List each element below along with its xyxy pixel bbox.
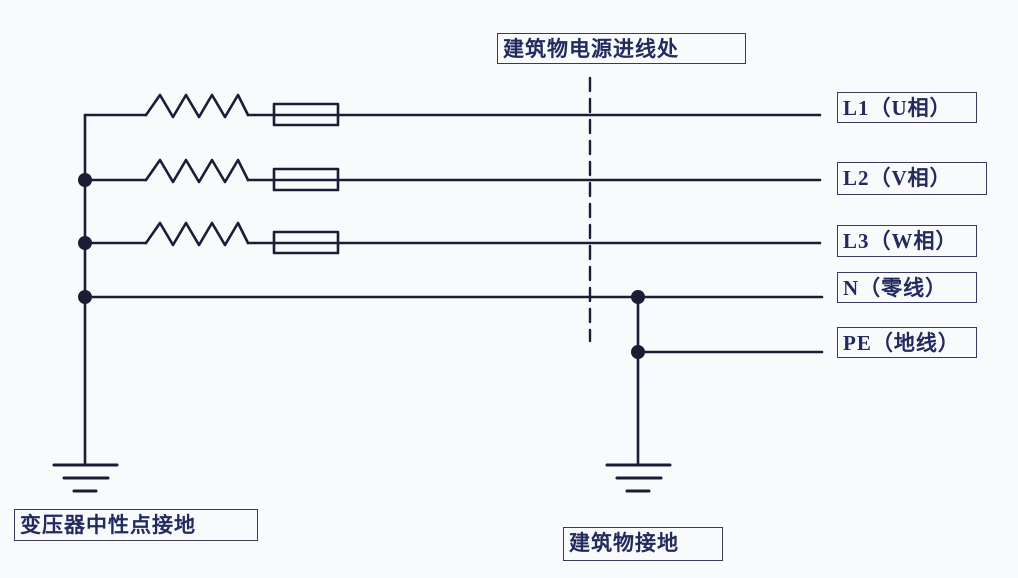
entry-point-label: 建筑物电源进线处 xyxy=(503,37,679,61)
phase-line-l2 xyxy=(83,158,822,192)
fuse-l1-icon xyxy=(272,102,340,127)
earth-ground-transformer-icon xyxy=(52,463,119,493)
fuse-l3-icon xyxy=(272,230,340,255)
phase-label-l1-text: L1（U相） xyxy=(843,96,952,120)
junction-dot xyxy=(78,236,92,250)
neutral-label-n: N（零线） xyxy=(837,272,977,303)
transformer-winding-l2-icon xyxy=(144,158,250,184)
junction-dots xyxy=(78,173,645,359)
phase-label-l2: L2（V相） xyxy=(837,162,987,195)
earth-label-pe-text: PE（地线） xyxy=(843,331,960,355)
building-ground-label: 建筑物接地 xyxy=(569,531,679,555)
junction-dot xyxy=(78,173,92,187)
phase-label-l2-text: L2（V相） xyxy=(843,166,952,190)
earth-ground-building-icon xyxy=(605,463,672,493)
neutral-label-n-text: N（零线） xyxy=(843,276,948,300)
phase-label-l1: L1（U相） xyxy=(837,92,977,123)
fuse-l2-icon xyxy=(272,167,340,192)
junction-dot xyxy=(631,345,645,359)
phase-label-l3: L3（W相） xyxy=(837,225,977,257)
phase-label-l3-text: L3（W相） xyxy=(843,229,958,253)
transformer-ground-label: 变压器中性点接地 xyxy=(20,513,196,537)
transformer-winding-l3-icon xyxy=(144,221,250,247)
transformer-winding-l1-icon xyxy=(144,93,250,119)
earth-label-pe: PE（地线） xyxy=(837,327,977,358)
junction-dot xyxy=(78,290,92,304)
phase-line-l1 xyxy=(83,93,822,127)
transformer-ground-label-box: 变压器中性点接地 xyxy=(14,509,258,541)
phase-line-l3 xyxy=(83,221,822,255)
junction-dot xyxy=(631,290,645,304)
building-ground-label-box: 建筑物接地 xyxy=(563,527,723,561)
entry-point-label-box: 建筑物电源进线处 xyxy=(497,33,746,64)
